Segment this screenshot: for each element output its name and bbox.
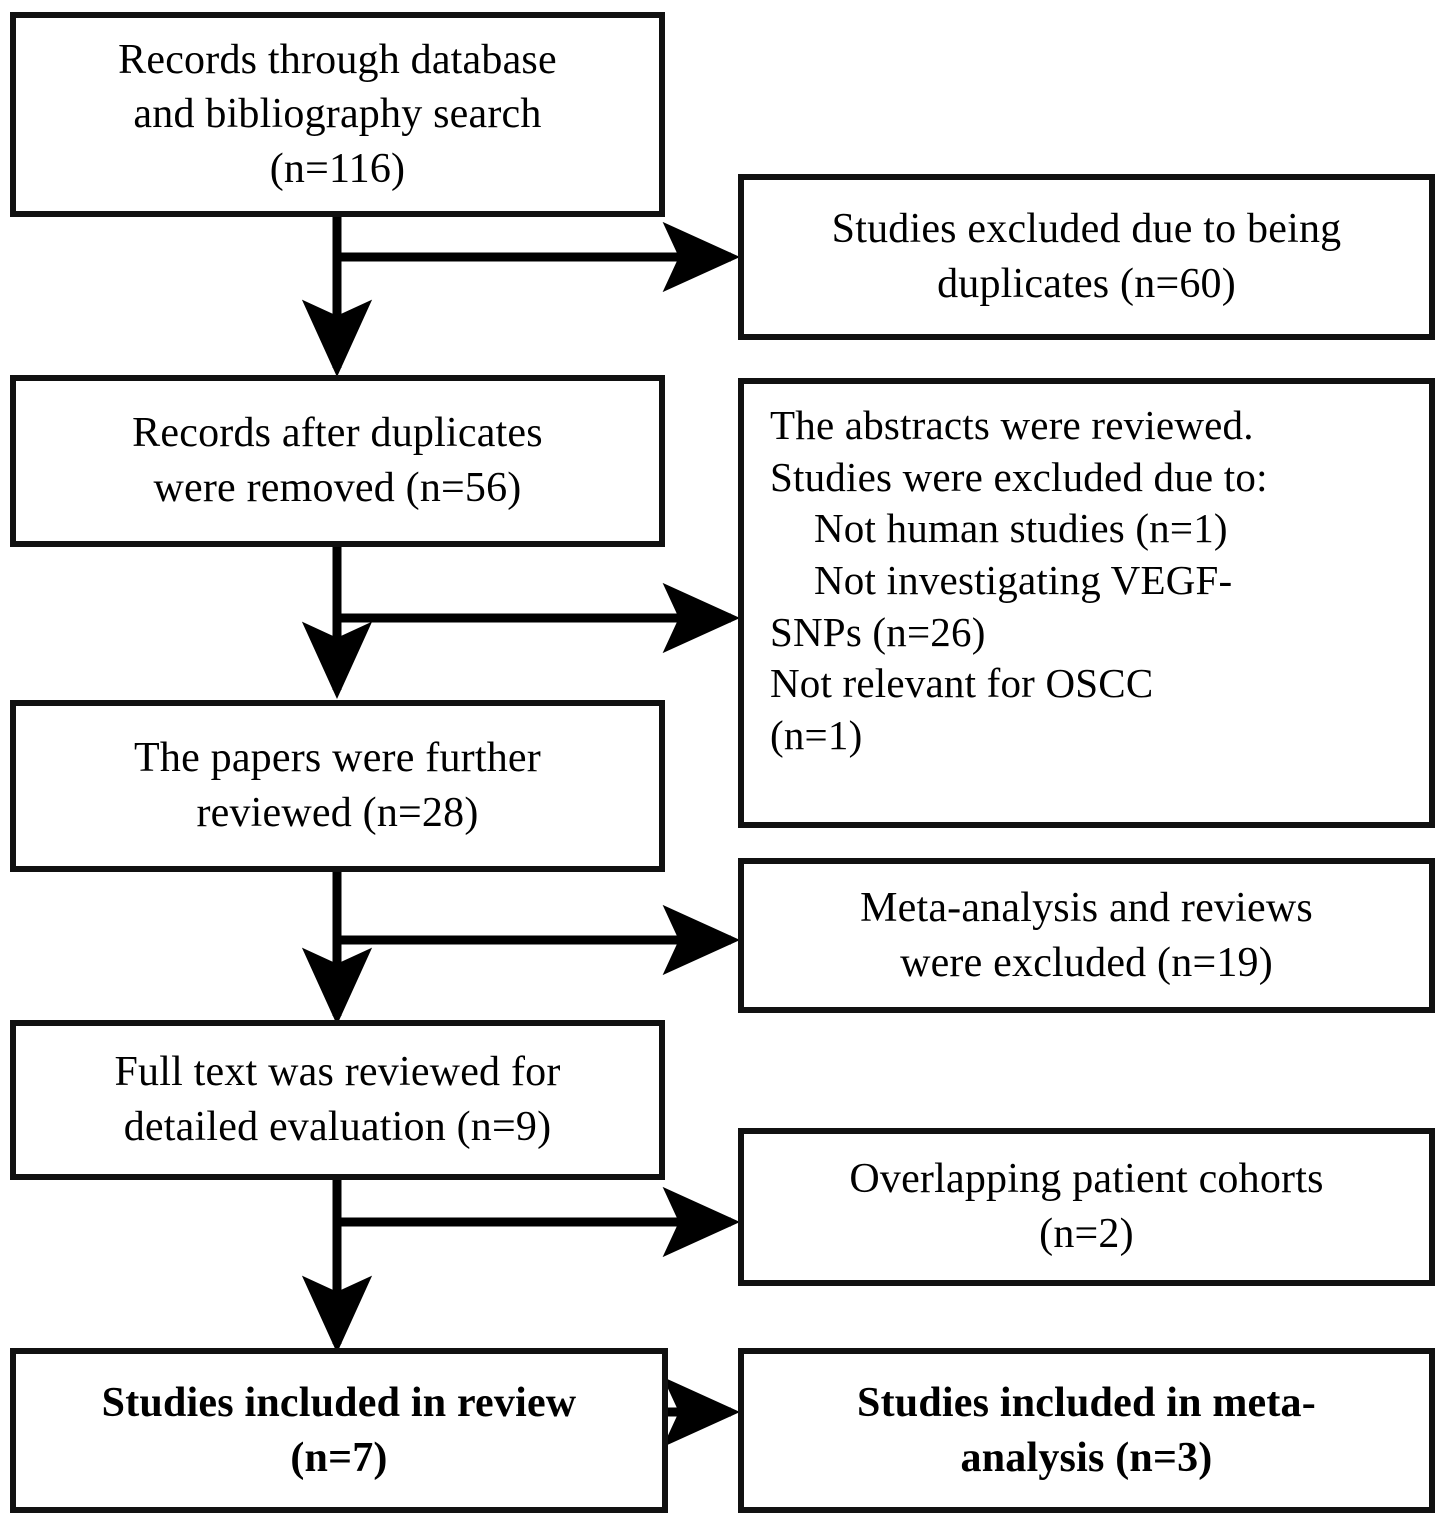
- node-line: (n=2): [1039, 1211, 1134, 1257]
- node-line: Not investigating VEGF-: [814, 556, 1233, 603]
- node-line: Not relevant for OSCC: [770, 660, 1154, 707]
- node-line: analysis (n=3): [960, 1434, 1213, 1481]
- node-line: Overlapping patient cohorts: [849, 1156, 1324, 1203]
- node-line: Meta-analysis and reviews: [860, 884, 1313, 931]
- node-line: The abstracts were reviewed.: [770, 402, 1254, 448]
- node-included-in-meta-analysis: Studies included in meta- analysis (n=3): [738, 1348, 1435, 1513]
- node-line: Records through database: [118, 36, 557, 83]
- node-records-identified: Records through database and bibliograph…: [10, 12, 665, 217]
- node-line: Records after duplicates: [132, 410, 543, 457]
- node-duplicates-excluded: Studies excluded due to being duplicates…: [738, 174, 1435, 340]
- node-line: Studies included in meta-: [857, 1379, 1316, 1426]
- node-line: detailed evaluation (n=9): [123, 1104, 552, 1150]
- node-line: were excluded (n=19): [900, 939, 1273, 986]
- node-line: duplicates (n=60): [937, 261, 1236, 307]
- node-line: (n=116): [269, 145, 406, 192]
- node-line: reviewed (n=28): [196, 790, 479, 836]
- node-records-after-duplicates: Records after duplicates were removed (n…: [10, 375, 665, 547]
- node-abstracts-reviewed-exclusions: The abstracts were reviewed. Studies wer…: [738, 378, 1435, 828]
- node-included-in-review: Studies included in review (n=7): [10, 1348, 668, 1513]
- node-line: Studies excluded due to being: [831, 206, 1342, 253]
- node-line: SNPs (n=26): [770, 608, 986, 655]
- node-line: Full text was reviewed for: [114, 1049, 561, 1096]
- node-line: Studies included in review: [101, 1379, 577, 1426]
- node-line: were removed (n=56): [153, 465, 522, 511]
- node-full-text-reviewed: Full text was reviewed for detailed eval…: [10, 1020, 665, 1180]
- node-line: The papers were further: [134, 735, 541, 782]
- node-meta-analysis-reviews-excluded: Meta-analysis and reviews were excluded …: [738, 858, 1435, 1013]
- node-line: Studies were excluded due to:: [770, 453, 1268, 500]
- node-line: (n=1): [770, 711, 863, 758]
- node-line: and bibliography search: [133, 91, 542, 138]
- node-overlapping-cohorts-excluded: Overlapping patient cohorts (n=2): [738, 1128, 1435, 1286]
- node-line: Not human studies (n=1): [814, 505, 1228, 552]
- node-line: (n=7): [290, 1434, 388, 1481]
- node-papers-further-reviewed: The papers were further reviewed (n=28): [10, 700, 665, 872]
